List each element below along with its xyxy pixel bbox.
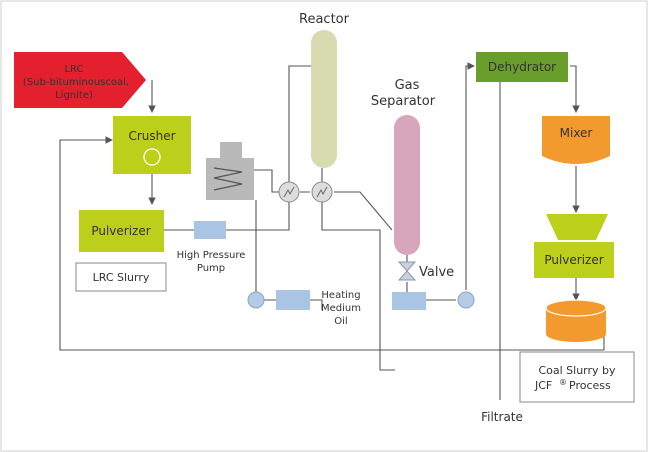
tank-top [545,299,607,317]
pump-label-line1: High Pressure [177,250,246,261]
line-reactor-to-separator [321,168,395,371]
lrc-label-line3: Lignite) [55,90,93,101]
reactor-label: Reactor [299,12,350,27]
lrc-arrow-box [14,52,146,108]
lrc-label-line1: LRC [64,64,83,75]
slurry-tank [545,299,607,342]
reactor-column [311,30,337,168]
heating-medium-oil: Heating Medium Oil [247,290,475,327]
heat-exchangers [278,181,333,203]
heater [206,142,254,200]
coal-slurry-box [519,351,635,403]
pump-icon [194,221,226,239]
lrc-slurry-label: LRC Slurry [93,271,150,284]
arrow-to-dehydrator [465,62,475,290]
dehydrator-box [476,52,568,82]
crusher-label: Crusher [128,129,175,143]
oil-heater-right-icon [392,292,426,310]
dehydrator-label: Dehydrator [488,60,556,74]
pulverizer-right: Pulverizer [534,214,614,278]
mixer-box [542,116,610,164]
coal-slurry-registered-mark: ® [559,378,567,387]
pulverizer-left: Pulverizer [79,210,164,252]
gas-separator-label-line1: Gas [395,78,420,93]
coal-slurry-label-line2-suffix: Process [569,379,611,392]
tank-body [546,308,606,342]
gas-separator: Gas Separator [371,78,436,255]
filtrate-label: Filtrate [481,410,523,424]
line-oil-loop-mid [310,299,323,310]
heater-body [206,158,254,200]
hx1-zigzag [283,186,295,198]
arrow-recycle-to-crusher [59,136,604,351]
crusher-box [113,116,191,174]
lrc-source: LRC (Sub-bituminouscoal, Lignite) [14,52,146,108]
line-pump-to-reactor [226,65,311,231]
pulverizer-right-box [534,242,614,278]
hopper-icon [546,214,608,240]
mixer: Mixer [542,116,610,164]
arrow-dehydrator-to-mixer [570,65,580,113]
pulverizer-left-label: Pulverizer [91,224,150,238]
oil-label-line3: Oil [334,316,347,327]
crusher: Crusher [113,116,191,174]
oil-pump-right-icon [457,291,475,309]
pulverizer-right-label: Pulverizer [544,253,603,267]
lrc-label-line2: (Sub-bituminouscoal, [23,77,129,88]
lrc-slurry: LRC Slurry [75,262,167,292]
valve-label: Valve [419,265,454,280]
pulverizer-left-box [79,210,164,252]
flow-lines [59,62,605,400]
oil-heater-icon [276,290,310,310]
high-pressure-pump: High Pressure Pump [177,221,246,274]
line-oil-loop-left [255,200,276,301]
valve: Valve [397,261,454,281]
coal-slurry-label-line2-prefix: JCF [534,379,552,392]
mixer-label: Mixer [560,126,593,140]
line-heater-to-hx [248,169,280,193]
pump-label-line2: Pump [197,263,225,274]
coal-slurry-label-line1: Coal Slurry by [538,364,616,377]
oil-pump-left-icon [247,291,265,309]
crusher-icon [143,148,161,166]
gas-separator-column [394,115,420,255]
hx2-zigzag [316,186,328,198]
lrc-slurry-box [75,262,167,292]
line-hx-link [300,191,393,231]
heater-cap [220,142,242,158]
oil-label-line2: Medium [321,303,361,314]
oil-label-line1: Heating [321,290,360,301]
dehydrator: Dehydrator [476,52,568,82]
coal-slurry: Coal Slurry by JCF ® Process [519,351,635,403]
valve-icon [397,261,417,281]
gas-separator-label-line2: Separator [371,94,436,109]
heater-coil-icon [213,167,243,191]
reactor: Reactor [299,12,350,168]
